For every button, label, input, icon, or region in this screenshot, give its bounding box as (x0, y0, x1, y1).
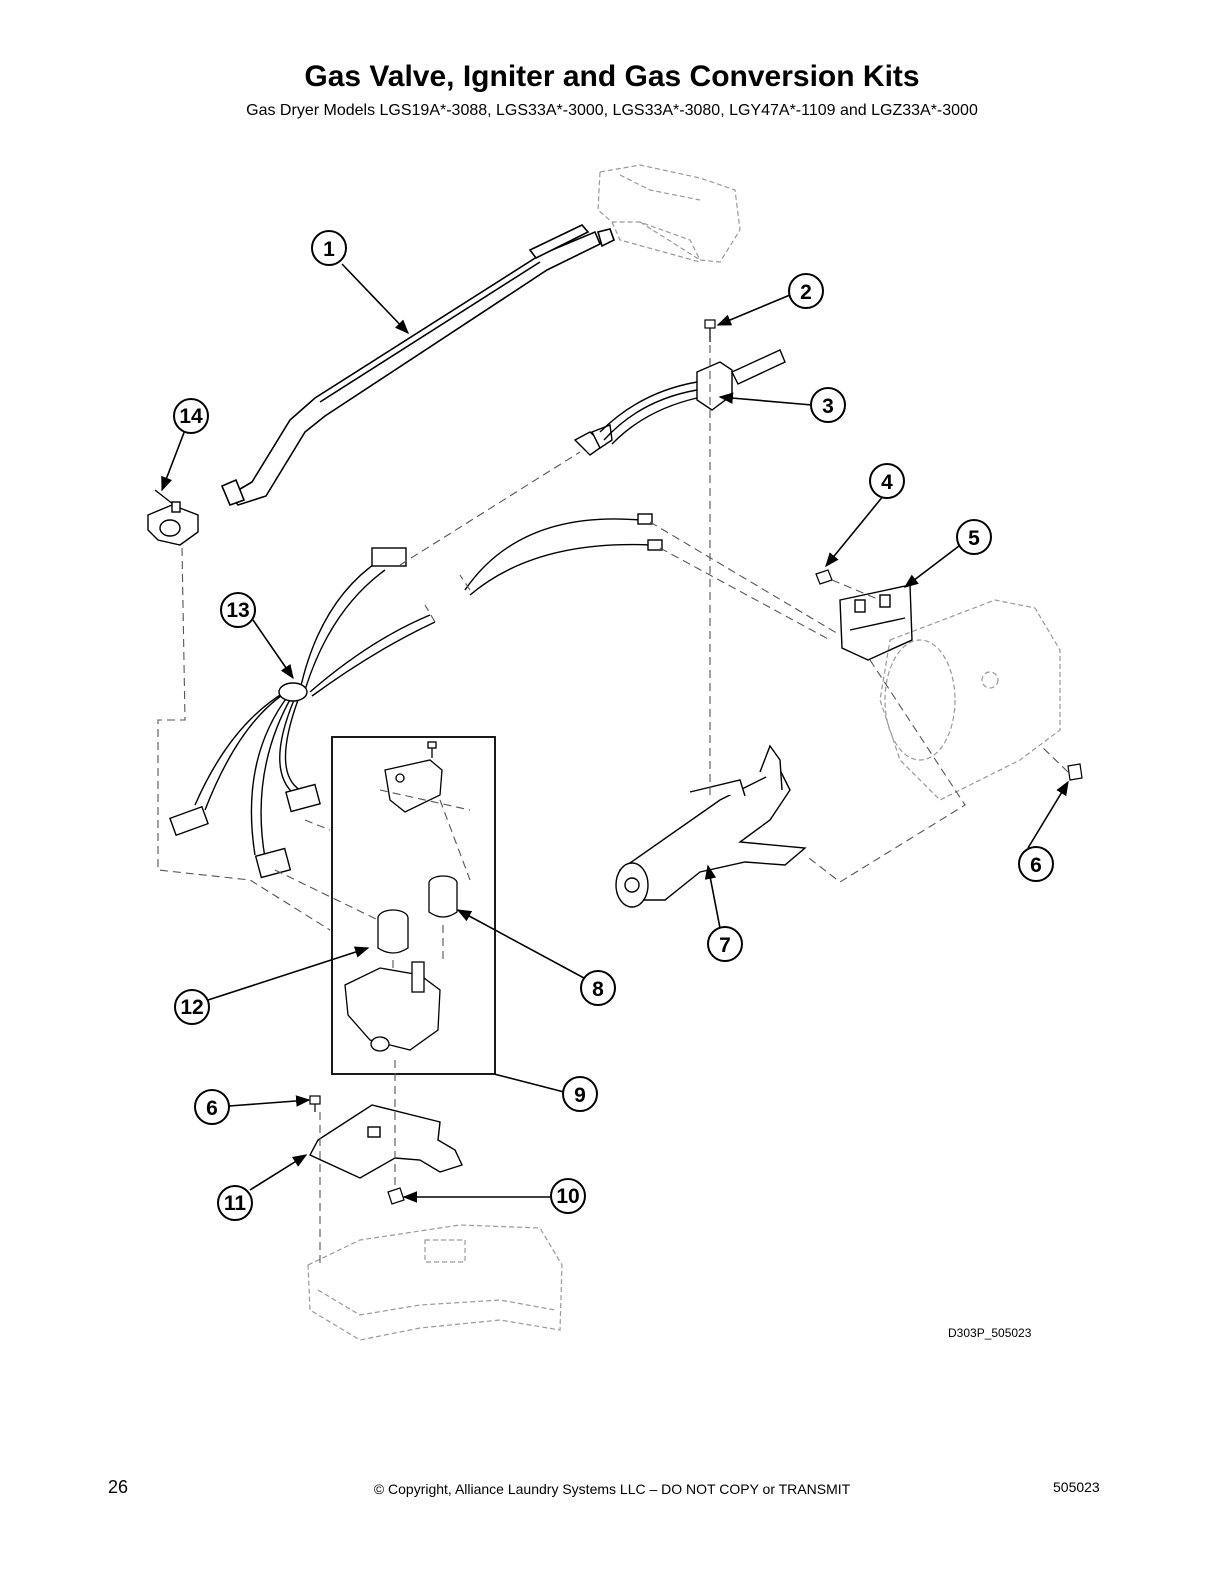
callout-6-right: 6 (1018, 846, 1054, 882)
igniter (573, 349, 786, 456)
svg-text:6: 6 (1030, 854, 1042, 877)
callout-4: 4 (869, 463, 905, 499)
callout-9: 9 (562, 1076, 598, 1112)
page-number: 26 (108, 1477, 129, 1497)
svg-text:1: 1 (323, 238, 335, 261)
svg-text:4: 4 (881, 471, 893, 494)
svg-text:2: 2 (800, 281, 812, 304)
callout-6-left: 6 (194, 1089, 230, 1125)
document-number: 505023 (1053, 1479, 1100, 1495)
callout-1: 1 (311, 230, 347, 266)
harness-wires-upper (464, 513, 663, 596)
gas-pipe (220, 224, 615, 507)
callout-2: 2 (788, 273, 824, 309)
coil-12 (377, 909, 409, 954)
coil-8 (428, 875, 458, 918)
page-subtitle: Gas Dryer Models LGS19A*-3088, LGS33A*-3… (246, 102, 978, 119)
plate-screw-left (309, 1095, 321, 1112)
callout-7: 7 (707, 926, 743, 962)
svg-text:13: 13 (226, 599, 249, 622)
callout-10: 10 (550, 1178, 586, 1214)
callout-14: 14 (173, 398, 209, 434)
leader-lines (161, 263, 1069, 1203)
svg-text:3: 3 (822, 395, 834, 418)
drawing-id: D303P_505023 (948, 1326, 1032, 1340)
callout-8: 8 (580, 970, 616, 1006)
valve-screw-10 (387, 1187, 405, 1205)
gas-valve-body (344, 961, 441, 1052)
svg-text:7: 7 (719, 934, 731, 957)
svg-text:9: 9 (574, 1084, 586, 1107)
callout-5: 5 (956, 519, 992, 555)
alignment-lines (157, 345, 1069, 1265)
page-title: Gas Valve, Igniter and Gas Conversion Ki… (304, 60, 920, 93)
wiring-harness (169, 547, 436, 879)
svg-text:10: 10 (556, 1185, 579, 1208)
svg-text:5: 5 (968, 527, 980, 550)
copyright-notice: © Copyright, Alliance Laundry Systems LL… (373, 1481, 851, 1497)
gas-valve-group-box (331, 736, 496, 1075)
igniter-bracket (839, 584, 913, 661)
callout-13: 13 (220, 592, 256, 628)
ghost-housing-top (597, 164, 741, 263)
callout-3: 3 (810, 387, 846, 423)
callout-11: 11 (217, 1185, 253, 1221)
svg-text:8: 8 (592, 978, 604, 1001)
burner-screw-right (1067, 763, 1083, 781)
svg-text:12: 12 (180, 996, 203, 1019)
svg-text:6: 6 (206, 1097, 218, 1120)
burner-assembly (615, 744, 807, 908)
ghost-base (307, 1224, 563, 1341)
bracket-screw (815, 569, 833, 585)
valve-bracket-part (384, 741, 443, 813)
igniter-screw (704, 319, 716, 342)
svg-text:11: 11 (224, 1192, 247, 1215)
svg-text:14: 14 (179, 405, 203, 428)
ghost-drum (879, 599, 1061, 801)
callout-12: 12 (174, 989, 210, 1025)
valve-mounting-plate (309, 1104, 463, 1179)
shutoff-fitting (147, 489, 199, 546)
